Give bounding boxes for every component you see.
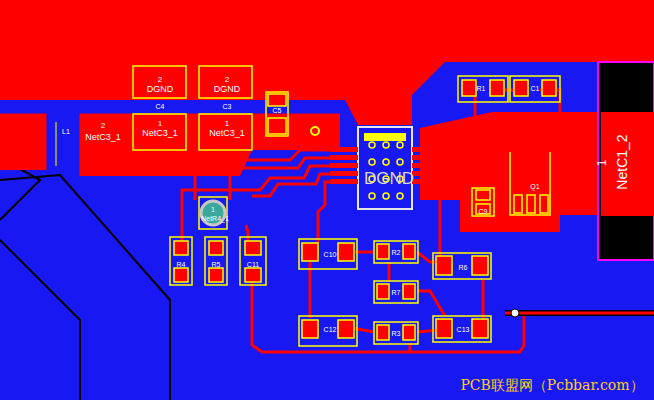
inductor-outline bbox=[56, 122, 57, 166]
pour-clearance bbox=[0, 112, 345, 176]
pin-number: 2 bbox=[225, 76, 229, 84]
part-designator: Q1 bbox=[530, 183, 539, 190]
pin-number: 1 bbox=[596, 160, 608, 167]
part-designator: C1 bbox=[531, 85, 540, 92]
net-name: NetR4_1 bbox=[201, 215, 229, 222]
via bbox=[511, 309, 519, 317]
board-outline bbox=[0, 158, 170, 400]
part-designator: R1 bbox=[477, 85, 486, 92]
ic-body bbox=[358, 127, 412, 209]
connector-pad bbox=[601, 112, 654, 216]
net-name: NetC3_1 bbox=[142, 129, 178, 138]
part-designator: R2 bbox=[392, 249, 401, 256]
part-designator: C13 bbox=[457, 326, 470, 333]
part-designator: R6 bbox=[459, 264, 468, 271]
part-designator: R5 bbox=[212, 261, 221, 268]
part-designator: C10 bbox=[324, 251, 337, 258]
trace-outline bbox=[505, 310, 654, 316]
trace bbox=[182, 90, 560, 352]
part-designator: L1 bbox=[62, 128, 70, 135]
part-designator: R7 bbox=[392, 289, 401, 296]
part-designator: C4 bbox=[156, 103, 165, 110]
net-name: NetC1_2 bbox=[615, 134, 629, 189]
part-designator: C12 bbox=[324, 326, 337, 333]
net-name: DGND bbox=[364, 170, 414, 187]
part-designator: C5 bbox=[273, 107, 282, 114]
pin-number: 1 bbox=[225, 120, 229, 128]
part-designator: R4 bbox=[177, 261, 186, 268]
ic-pin1-pad bbox=[364, 133, 406, 141]
net-name: DGND bbox=[214, 85, 241, 94]
pin-number: 2 bbox=[101, 122, 105, 130]
pin-number: 2 bbox=[158, 76, 162, 84]
watermark: PCB联盟网（Pcbbar.com） bbox=[460, 378, 643, 392]
part-designator: C3 bbox=[223, 103, 232, 110]
net-name: DGND bbox=[147, 85, 174, 94]
part-designator: R3 bbox=[392, 330, 401, 337]
pin-number: 1 bbox=[211, 206, 215, 213]
net-name: NetC3_1 bbox=[209, 129, 245, 138]
via bbox=[311, 127, 319, 135]
net-name: NetC3_1 bbox=[85, 133, 121, 142]
copper-pour bbox=[0, 0, 654, 232]
part-designator: C9 bbox=[479, 208, 488, 215]
part-designator: C11 bbox=[247, 261, 259, 268]
pin-number: 1 bbox=[158, 120, 162, 128]
trace bbox=[505, 312, 654, 315]
footprint bbox=[133, 66, 560, 346]
